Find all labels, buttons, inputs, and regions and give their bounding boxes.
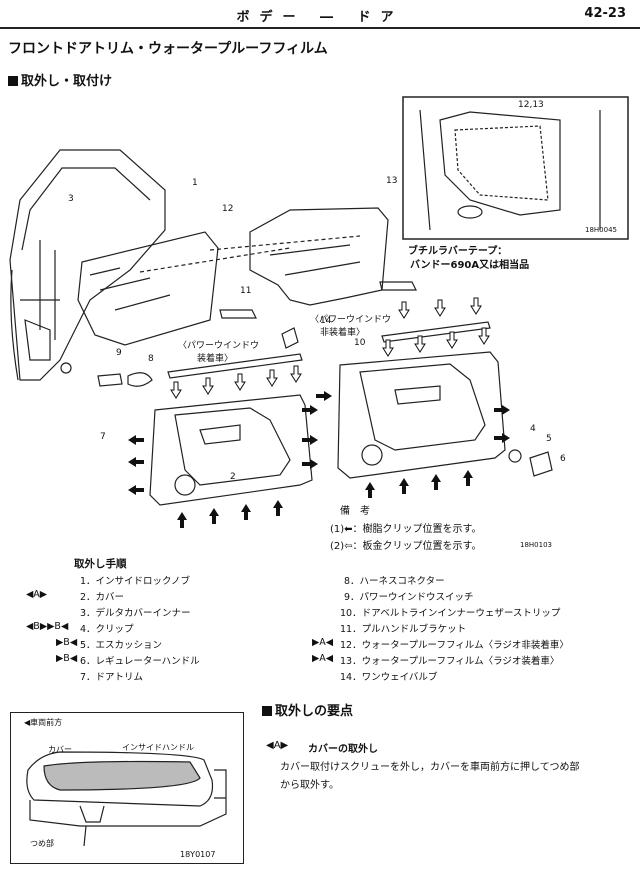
door-trim-right — [337, 351, 506, 479]
header-title: ボデー ― ドア — [236, 10, 404, 25]
step-12: 12．ウォータープルーフフィルム〈ラジオ非装着車〉 — [340, 640, 569, 651]
label-power-window-right: 〈パワーウインドウ — [310, 315, 392, 325]
step-6: 6．レギュレーターハンドル — [80, 656, 200, 667]
detail-figure-code: 18Y0107 — [180, 850, 216, 859]
callout-12-13: 12,13 — [518, 100, 544, 110]
callout-6: 6 — [560, 454, 566, 464]
step-14: 14．ワンウェイバルブ — [340, 672, 438, 683]
square-bullet-icon — [262, 706, 272, 716]
step-4: 4．クリップ — [80, 624, 134, 635]
square-bullet-icon — [8, 76, 18, 86]
step-mark-6: ▶B◀ — [56, 653, 78, 664]
direction-label: ◀車両前方 — [24, 718, 63, 727]
section-title: フロントドアトリム・ウォータープルーフフィルム — [8, 41, 328, 57]
inset-code: 18H0045 — [585, 226, 617, 234]
removal-item-title: カバーの取外し — [308, 744, 378, 755]
callout-13: 13 — [386, 176, 398, 186]
header-rule — [0, 27, 640, 29]
step-13: 13．ウォータープルーフフィルム〈ラジオ装着車〉 — [340, 656, 560, 667]
step-8: 8．ハーネスコネクター — [344, 576, 445, 587]
subsection-title-text: 取外し・取付け — [21, 74, 113, 89]
step-9: 9．パワーウインドウスイッチ — [344, 592, 474, 603]
inside-handle-label: インサイドハンドル — [122, 743, 194, 752]
step-11: 11．プルハンドルブラケット — [340, 624, 467, 635]
callout-10: 10 — [354, 338, 366, 348]
callout-11: 11 — [240, 286, 252, 296]
removal-points-title-text: 取外しの要点 — [275, 704, 354, 719]
step-mark-4: ◀B▶▶B◀ — [26, 621, 69, 632]
callout-1: 1 — [192, 178, 198, 188]
door-trim-exploded-diagram — [9, 96, 629, 506]
step-mark-12: ▶A◀ — [312, 637, 334, 648]
label-installed: 装着車〉 — [197, 354, 234, 364]
step-1: 1．インサイドロックノブ — [80, 576, 190, 587]
callout-12: 12 — [222, 204, 234, 214]
step-mark-5: ▶B◀ — [56, 637, 78, 648]
waterproof-film-12 — [77, 231, 219, 346]
door-trim-left — [149, 394, 313, 506]
inset-caption-1: ブチルラバーテープ： — [408, 246, 508, 257]
label-not-installed: 非装着車〉 — [320, 328, 366, 338]
inset-caption-2: バンドー690A又は相当品 — [410, 260, 530, 271]
callout-14: 14 — [320, 316, 332, 326]
page-number: 42-23 — [584, 6, 626, 21]
procedure-title: 取外し手順 — [74, 558, 127, 570]
main-diagram-code: 18H0103 — [520, 541, 552, 549]
removal-body-line-2: から取外す。 — [280, 780, 339, 791]
note-2: (2)⇦：板金クリップ位置を示す。 — [330, 541, 482, 552]
callout-3: 3 — [68, 194, 74, 204]
detail-figure-frame — [10, 712, 244, 864]
step-2: 2．カバー — [80, 592, 125, 603]
door-frame-drawing — [9, 149, 166, 381]
callout-5: 5 — [546, 434, 552, 444]
step-5: 5．エスカッション — [80, 640, 163, 651]
removal-points-title: 取外しの要点 — [262, 700, 353, 719]
step-mark-13: ▶A◀ — [312, 653, 334, 664]
step-10: 10．ドアベルトラインインナーウェザーストリップ — [340, 608, 561, 619]
cover-label: カバー — [48, 745, 72, 754]
notes-title: 備 考 — [340, 506, 370, 517]
callout-2: 2 — [230, 472, 236, 482]
callout-8: 8 — [148, 354, 154, 364]
step-3: 3．デルタカバーインナー — [80, 608, 191, 619]
callout-4: 4 — [530, 424, 536, 434]
sheet-metal-clip-arrows — [170, 297, 490, 399]
callout-9: 9 — [116, 348, 122, 358]
removal-body-line-1: カバー取付けスクリューを外し，カバーを車両前方に押してつめ部 — [280, 762, 580, 773]
subsection-title: 取外し・取付け — [8, 70, 112, 89]
note-1: (1)⬅：樹脂クリップ位置を示す。 — [330, 524, 482, 535]
tab-label: つめ部 — [30, 839, 54, 848]
label-power-window-left: 〈パワーウインドウ — [178, 341, 260, 351]
resin-clip-arrows — [128, 391, 510, 528]
callout-7: 7 — [100, 432, 106, 442]
removal-item-mark: ◀A▶ — [266, 740, 289, 751]
step-7: 7．ドアトリム — [80, 672, 144, 683]
waterproof-film-13 — [249, 207, 389, 306]
step-mark-2: ◀A▶ — [26, 589, 48, 600]
